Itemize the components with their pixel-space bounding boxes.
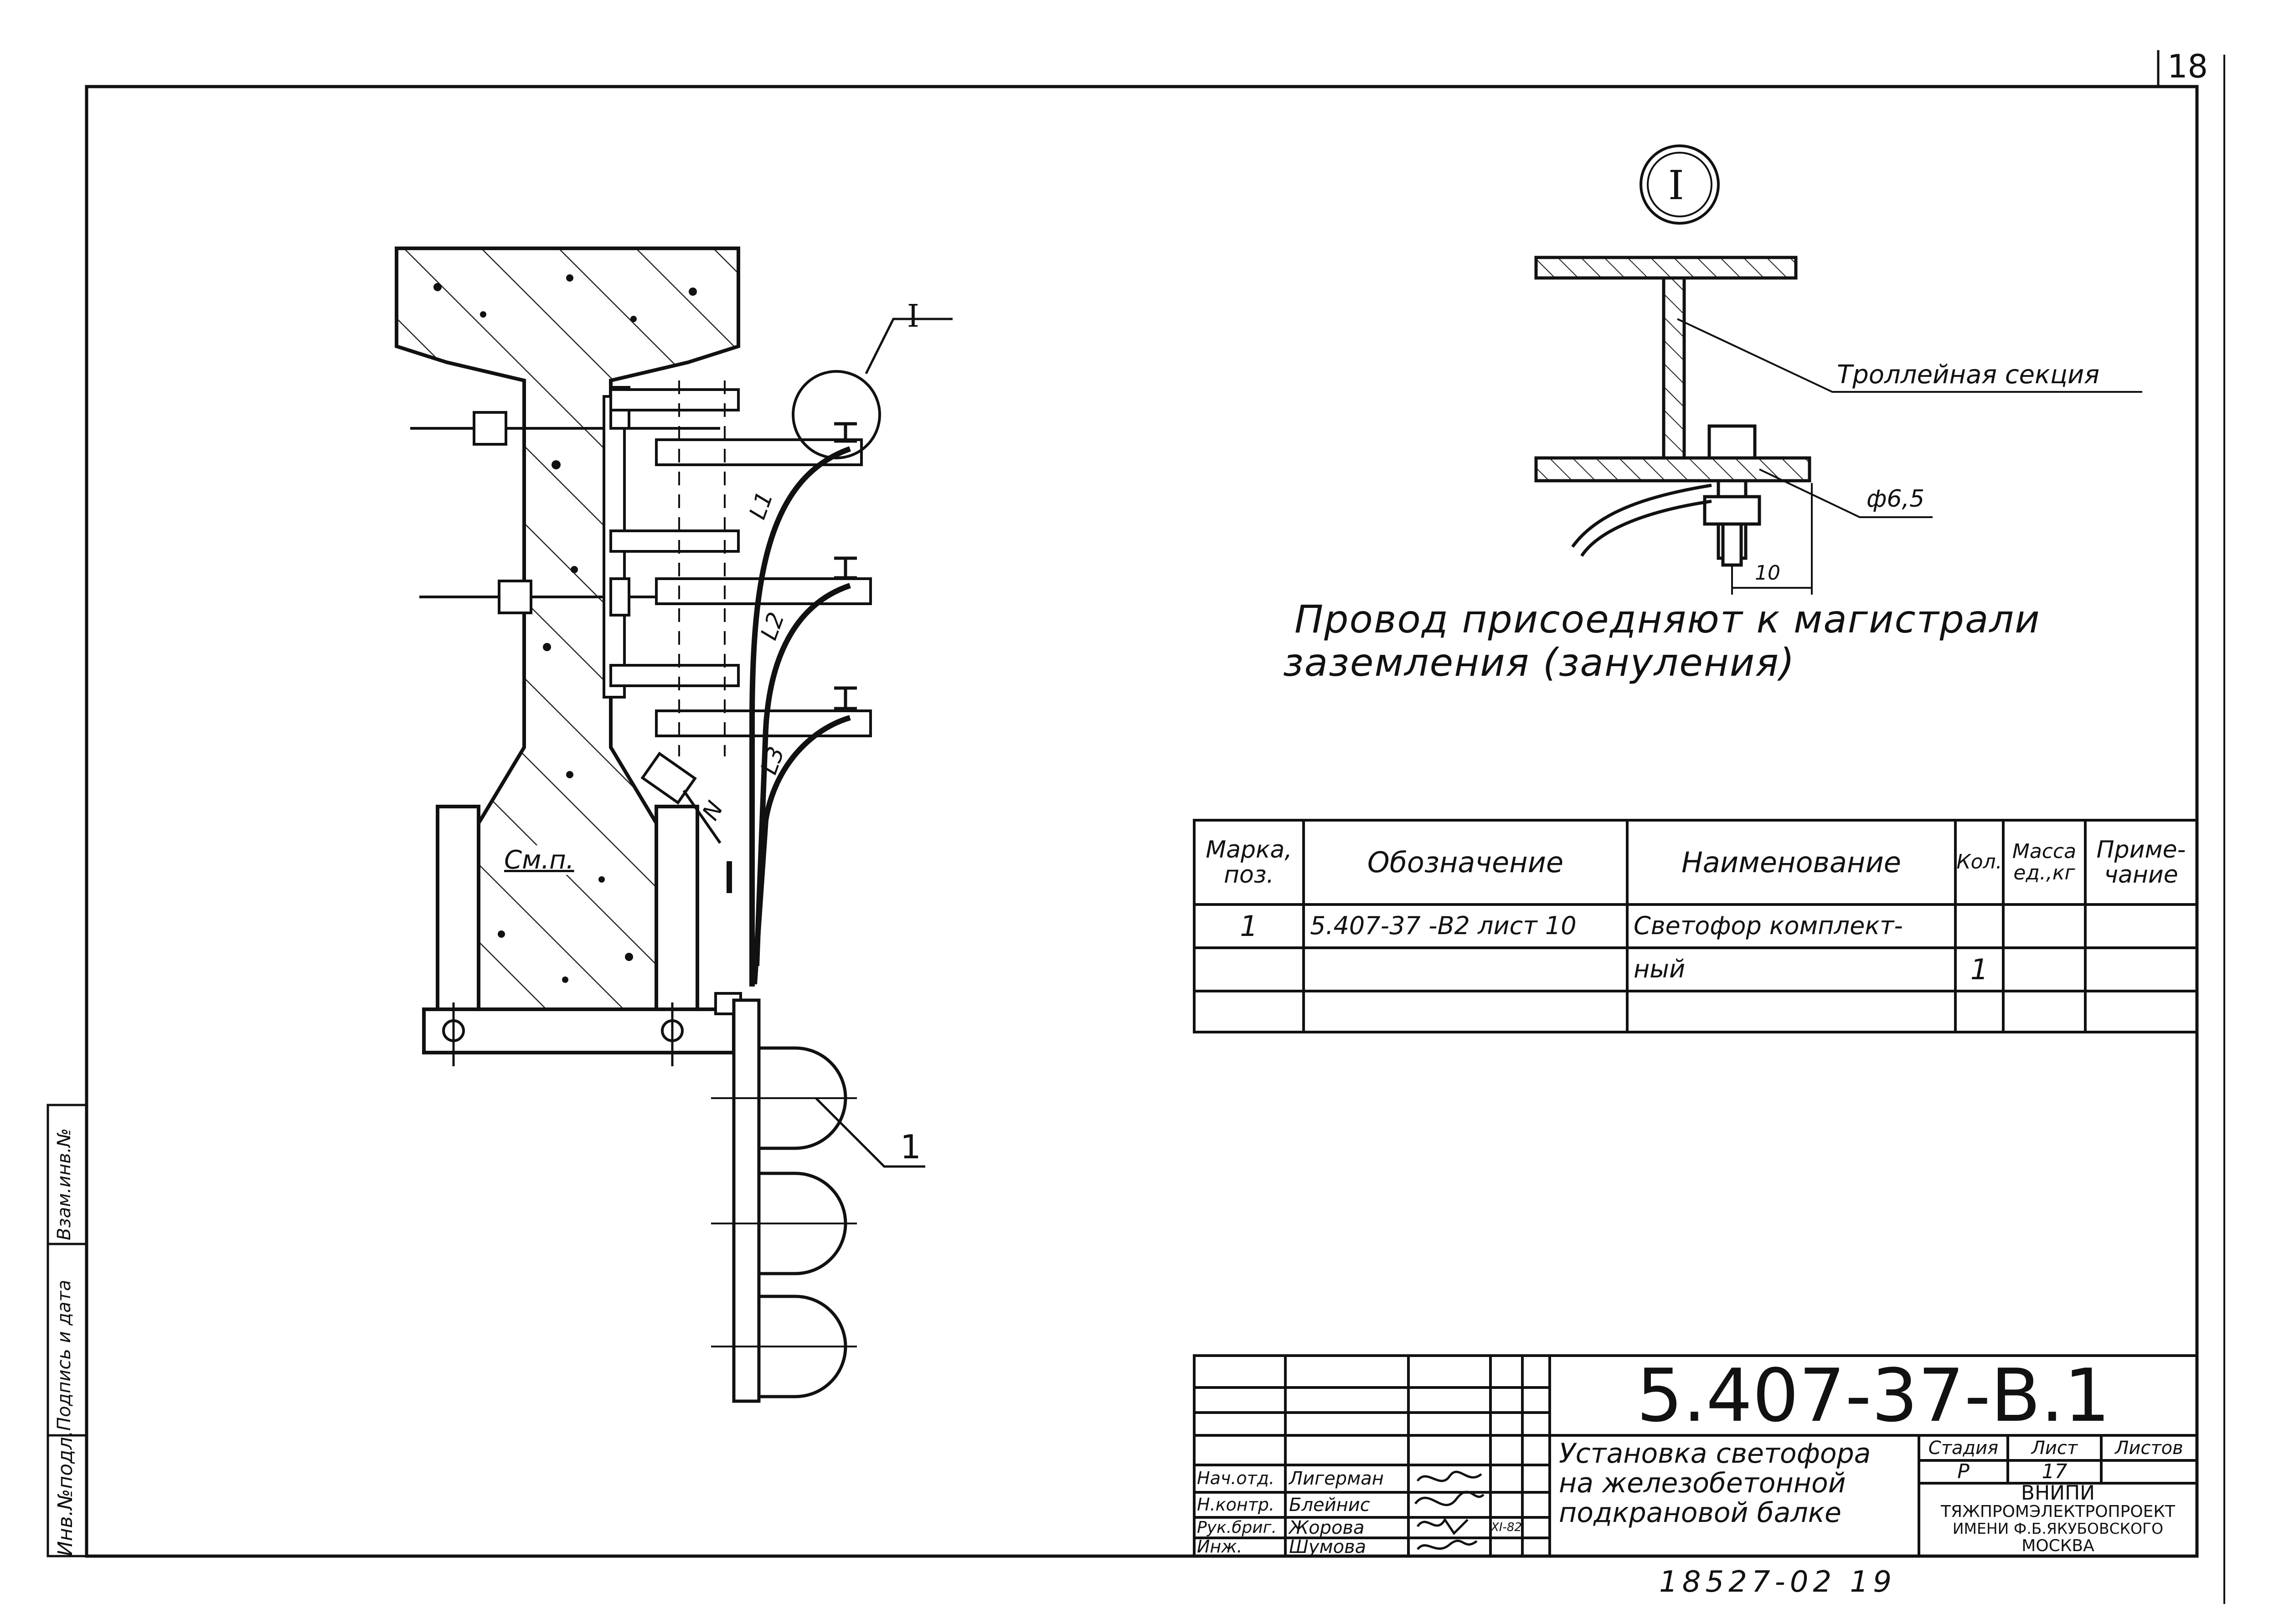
spec-header-name: Наименование <box>1681 845 1901 879</box>
hole-diameter-label: ф6,5 <box>1867 485 1925 513</box>
side-stamp-signature-date: Подпись и дата <box>54 1280 75 1431</box>
note-line-1: Провод присоедняют к магистрали <box>1294 597 2041 642</box>
note-line-2: заземления (зануления) <box>1283 640 1795 685</box>
spec-row1-mark: 1 <box>1240 909 1258 943</box>
sig-role-4: Инж. <box>1197 1537 1243 1557</box>
sig-role-1: Нач.отд. <box>1197 1468 1275 1489</box>
sig-name-4: Шумова <box>1289 1537 1366 1557</box>
detail-callout-label: I <box>1668 162 1684 209</box>
spec-row1-designation: 5.407-37 -В2 лист 10 <box>1310 911 1577 940</box>
sheet-header: Лист <box>2031 1437 2078 1459</box>
footer-number: 18527-02 19 <box>1659 1565 1896 1599</box>
stage-header: Стадия <box>1928 1437 1999 1459</box>
spec-header-designation: Обозначение <box>1367 845 1564 879</box>
spec-row1-name: Светофор комплект- <box>1634 911 1903 940</box>
org-line-4: МОСКВА <box>2021 1537 2094 1556</box>
wires <box>727 446 851 987</box>
side-stamp-vzam-inv: Взам.инв.№ <box>54 1128 75 1240</box>
spec-header-qty: Кол. <box>1956 850 2002 874</box>
spec-header-note: Приме- чание <box>2096 836 2186 889</box>
sig-name-1: Лигерман <box>1289 1468 1384 1489</box>
spec-row2-name: ный <box>1634 955 1686 984</box>
side-stamp <box>46 1104 88 1557</box>
sheets-value <box>2101 1460 2197 1483</box>
signatures-drawn <box>1414 1470 1485 1550</box>
spec-table-grid <box>1193 819 2198 1033</box>
sheet-value: 17 <box>2042 1460 2068 1483</box>
detail-callout-circle <box>1640 144 1720 225</box>
sheets-header: Листов <box>2115 1437 2183 1459</box>
sig-name-2: Блейнис <box>1289 1494 1370 1516</box>
side-stamp-inv-podl: Инв.№подл. <box>54 1430 77 1556</box>
title-line-2: на железобетонной <box>1559 1467 1846 1499</box>
stage-value: Р <box>1957 1460 1970 1483</box>
sig-date-3: XI-82 <box>1491 1520 1522 1534</box>
sig-role-3: Рук.бриг. <box>1197 1518 1277 1537</box>
document-code: 5.407-37-В.1 <box>1636 1352 2110 1438</box>
trolley-i-sections <box>834 422 857 710</box>
position-callout: 1 <box>900 1128 921 1166</box>
sig-name-3: Жорова <box>1289 1517 1365 1538</box>
org-line-1: ВНИПИ <box>2021 1481 2095 1505</box>
position-leader <box>815 1097 925 1168</box>
n-terminal-box <box>640 751 722 844</box>
org-line-2: ТЯЖПРОМЭЛЕКТРОПРОЕКТ <box>1941 1502 2175 1521</box>
concrete-beam-section <box>395 247 742 1066</box>
page-number: 18 <box>2167 48 2208 85</box>
title-line-3: подкрановой балке <box>1559 1497 1841 1529</box>
concrete-label: См.п. <box>501 845 577 875</box>
title-block-grid <box>1193 1354 2198 1557</box>
brackets <box>609 380 872 756</box>
trolley-leader <box>1677 318 2142 393</box>
org-line-3: ИМЕНИ Ф.Б.ЯКУБОВСКОГО <box>1952 1519 2164 1537</box>
traffic-light <box>711 998 857 1403</box>
hole-leader <box>1759 468 1933 518</box>
detail-leader-label: I <box>907 298 919 334</box>
detail-i-section <box>1534 256 1813 595</box>
detail-callout-circle-left <box>792 370 881 459</box>
spec-row2-qty: 1 <box>1970 952 1989 986</box>
spec-header-mass: Масса ед.,кг <box>2012 840 2077 884</box>
detail-leader <box>865 318 953 375</box>
title-line-1: Установка светофора <box>1559 1438 1871 1470</box>
sig-role-2: Н.контр. <box>1197 1494 1275 1515</box>
spec-header-mark: Марка, поз. <box>1206 836 1292 889</box>
dimension-label: 10 <box>1755 561 1780 585</box>
trolley-section-label: Троллейная секция <box>1837 360 2100 390</box>
